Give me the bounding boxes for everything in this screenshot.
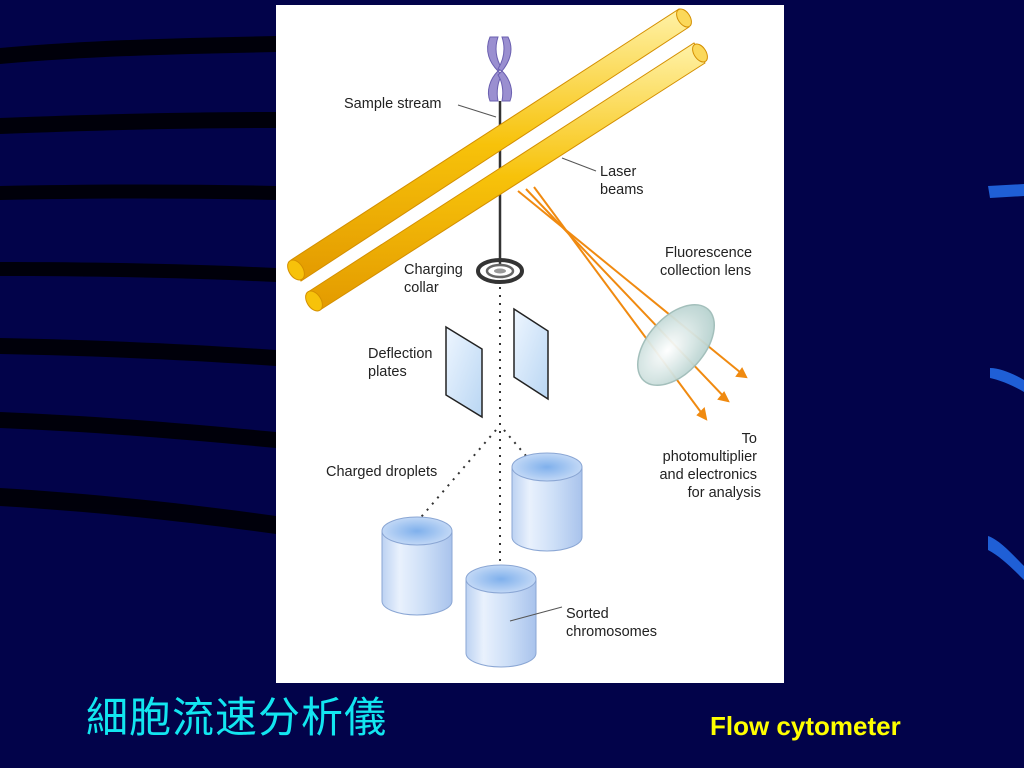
sorted-cup-left xyxy=(381,516,453,616)
deflection-plate-right xyxy=(513,307,549,401)
droplet-stream-right xyxy=(503,429,539,471)
label-sorted-chromosomes: Sorted chromosomes xyxy=(566,606,657,640)
deflection-plate-left xyxy=(445,325,483,419)
label-photomultiplier: To photomultiplier and electronics for a… xyxy=(659,431,761,501)
laser-beam-1 xyxy=(287,8,692,282)
slide-title-chinese: 細胞流速分析儀 xyxy=(86,693,388,742)
charging-collar xyxy=(476,258,524,284)
label-fluorescence-lens: Fluorescence collection lens xyxy=(660,245,756,279)
chromosome-icon xyxy=(487,36,513,102)
sorted-cup-right xyxy=(511,452,583,552)
label-charged-droplets: Charged droplets xyxy=(326,464,437,480)
label-charging-collar: Charging collar xyxy=(404,262,467,296)
leader-lines xyxy=(457,104,597,622)
laser-beam-2 xyxy=(305,42,708,312)
flow-cytometer-diagram: Sample stream Laser beams Charging colla… xyxy=(276,5,784,683)
label-sample-stream: Sample stream xyxy=(344,96,442,112)
label-deflection-plates: Deflection plates xyxy=(368,346,437,380)
label-laser-beams: Laser beams xyxy=(600,164,644,198)
fluorescence-lens xyxy=(636,303,716,387)
sorted-cup-center xyxy=(465,564,537,668)
slide-title-english: Flow cytometer xyxy=(710,711,901,741)
fluorescence-arrows xyxy=(517,186,748,421)
